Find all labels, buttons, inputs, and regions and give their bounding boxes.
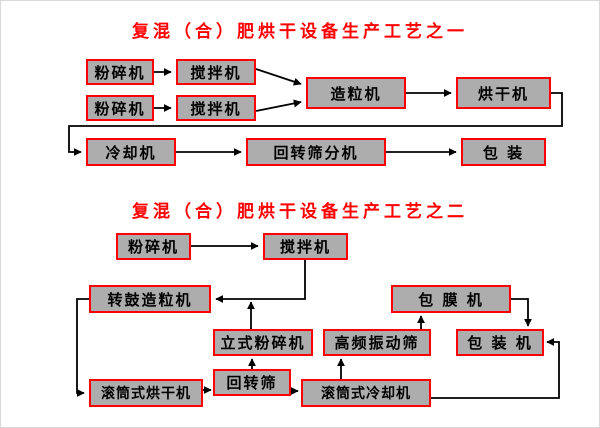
node-c1-cooler: 冷却机 [86, 138, 176, 166]
arrow-c2-drum-granulator-to-drum-dryer [76, 298, 89, 397]
node-c1-mixer-2-label: 搅拌机 [190, 99, 242, 118]
node-c1-crusher-2-label: 粉碎机 [94, 99, 146, 118]
arrow-c2-mixer-to-drum-granulator [215, 260, 306, 303]
node-c2-mixer-label: 搅拌机 [279, 238, 331, 256]
node-c2-mixer: 搅拌机 [263, 233, 348, 260]
node-c2-packing-machine-label: 包 装 机 [467, 334, 533, 352]
node-c2-drum-cooler-label: 滚筒式冷却机 [321, 386, 411, 402]
chart1-title: 复混（合）肥烘干设备生产工艺之一 [132, 22, 468, 42]
node-c1-packaging-label: 包 装 [482, 143, 525, 162]
node-c1-mixer-1: 搅拌机 [176, 59, 256, 85]
node-c1-mixer-2: 搅拌机 [176, 95, 256, 121]
node-c2-hf-vibrating-screen-label: 高频振动筛 [334, 334, 420, 352]
node-c1-crusher-1-label: 粉碎机 [94, 63, 146, 82]
node-c2-crusher-label: 粉碎机 [127, 238, 179, 256]
node-c2-drum-dryer-label: 滚筒式烘干机 [101, 386, 191, 402]
node-c2-rotary-screen-label: 回转筛 [226, 374, 278, 392]
node-c1-dryer-label: 烘干机 [477, 84, 529, 103]
node-c2-vertical-crusher: 立式粉碎机 [213, 329, 313, 356]
arrow-c1-mixer1-to-granulator [255, 68, 302, 86]
node-c1-packaging: 包 装 [461, 138, 546, 166]
node-c2-hf-vibrating-screen: 高频振动筛 [323, 329, 431, 356]
node-c2-packing-machine: 包 装 机 [456, 329, 544, 356]
node-c1-crusher-1: 粉碎机 [86, 59, 154, 85]
node-c2-drum-dryer: 滚筒式烘干机 [89, 379, 203, 407]
node-c1-rotary-screening-machine: 回转筛分机 [246, 138, 386, 166]
node-c2-coating-machine: 包 膜 机 [391, 285, 511, 313]
node-c2-coating-machine-label: 包 膜 机 [418, 290, 484, 309]
node-c1-granulator: 造粒机 [306, 77, 406, 109]
arrow-c1-dryer-to-cooler [68, 92, 563, 156]
node-c1-mixer-1-label: 搅拌机 [190, 63, 242, 82]
arrow-c2-drum-cooler-to-packing [431, 338, 560, 399]
chart2-title: 复混（合）肥烘干设备生产工艺之二 [132, 202, 468, 222]
node-c2-rotary-screen: 回转筛 [213, 369, 291, 396]
node-c2-drum-granulator: 转鼓造粒机 [89, 285, 211, 313]
arrow-c2-coating-to-packing [511, 298, 532, 327]
node-c1-crusher-2: 粉碎机 [86, 95, 154, 121]
arrow-c1-mixer2-to-granulator [255, 99, 302, 112]
node-c2-vertical-crusher-label: 立式粉碎机 [220, 334, 306, 352]
node-c2-drum-cooler: 滚筒式冷却机 [301, 379, 431, 407]
node-c2-drum-granulator-label: 转鼓造粒机 [107, 290, 193, 309]
node-c1-dryer: 烘干机 [456, 77, 551, 109]
node-c1-rotary-screening-machine-label: 回转筛分机 [273, 143, 359, 162]
node-c2-crusher: 粉碎机 [116, 233, 191, 260]
node-c1-granulator-label: 造粒机 [330, 84, 382, 103]
node-c1-cooler-label: 冷却机 [105, 143, 157, 162]
